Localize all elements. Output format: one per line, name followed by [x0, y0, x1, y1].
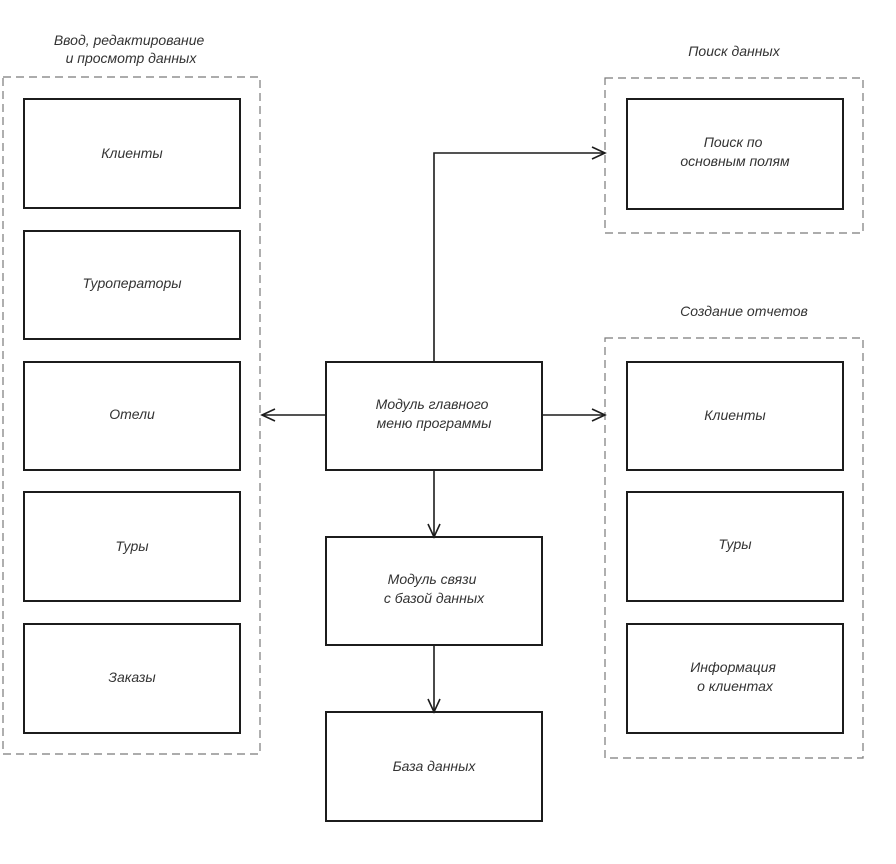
box-hotels-label: Отели — [109, 406, 155, 422]
box-tours: Туры — [23, 491, 241, 602]
box-main-menu-label: Модуль главного меню программы — [376, 396, 493, 431]
arrow-menu-to-search-line — [433, 152, 605, 362]
box-main-menu-line-2: меню программы — [377, 415, 492, 431]
box-search-fields-label: Поиск по основным полям — [680, 134, 790, 169]
box-orders-label: Заказы — [108, 669, 156, 685]
box-database-line-1: База данных — [393, 758, 477, 774]
box-search-fields-line-2: основным полям — [680, 153, 790, 169]
box-hotels-line-1: Отели — [109, 406, 155, 422]
arrow-menu-to-dblink-head — [427, 523, 441, 539]
arrow-menu-to-search-head — [591, 146, 607, 160]
box-touroperators-label: Туроператоры — [82, 275, 182, 291]
box-orders: Заказы — [23, 623, 241, 734]
box-tours-label: Туры — [115, 538, 149, 554]
box-database-label: База данных — [393, 758, 477, 774]
box-report-clients: Клиенты — [626, 361, 844, 471]
arrow-dblink-to-database-head — [427, 698, 441, 714]
box-report-clients-line-1: Клиенты — [704, 407, 766, 423]
box-main-menu-line-1: Модуль главного — [376, 396, 489, 412]
group-reports-container — [604, 337, 864, 759]
box-report-client-info-line-1: Информация — [690, 659, 776, 675]
box-clients: Клиенты — [23, 98, 241, 209]
box-report-clients-label: Клиенты — [704, 407, 766, 423]
group-search-container — [604, 77, 864, 234]
box-report-tours: Туры — [626, 491, 844, 602]
box-db-link-label: Модуль связи с базой данных — [384, 571, 485, 606]
box-search-fields: Поиск по основным полям — [626, 98, 844, 210]
box-db-link-line-1: Модуль связи — [388, 571, 477, 587]
group-search-label-line-1: Поиск данных — [688, 43, 780, 59]
group-input-label: Ввод, редактирование и просмотр данных — [54, 32, 208, 66]
arrow-menu-to-input-head — [260, 408, 276, 422]
box-report-client-info: Информация о клиентах — [626, 623, 844, 734]
box-database: База данных — [325, 711, 543, 822]
group-input-label-line-2: и просмотр данных — [66, 50, 198, 66]
box-touroperators-line-1: Туроператоры — [82, 275, 182, 291]
box-orders-line-1: Заказы — [108, 669, 156, 685]
box-clients-label: Клиенты — [101, 145, 163, 161]
box-report-client-info-line-2: о клиентах — [697, 678, 774, 694]
group-input-label-line-1: Ввод, редактирование — [54, 32, 205, 48]
box-db-link-line-2: с базой данных — [384, 590, 485, 606]
box-tours-line-1: Туры — [115, 538, 149, 554]
box-search-fields-line-1: Поиск по — [704, 134, 763, 150]
box-main-menu: Модуль главного меню программы — [325, 361, 543, 471]
box-hotels: Отели — [23, 361, 241, 471]
box-db-link: Модуль связи с базой данных — [325, 536, 543, 646]
box-clients-line-1: Клиенты — [101, 145, 163, 161]
box-report-tours-line-1: Туры — [718, 536, 752, 552]
box-touroperators: Туроператоры — [23, 230, 241, 340]
arrow-menu-to-reports-head — [591, 408, 607, 422]
group-reports-label-line-1: Создание отчетов — [680, 303, 808, 319]
group-search-label: Поиск данных — [688, 43, 780, 59]
group-reports-label: Создание отчетов — [680, 303, 808, 319]
box-report-tours-label: Туры — [718, 536, 752, 552]
box-report-client-info-label: Информация о клиентах — [690, 659, 780, 694]
